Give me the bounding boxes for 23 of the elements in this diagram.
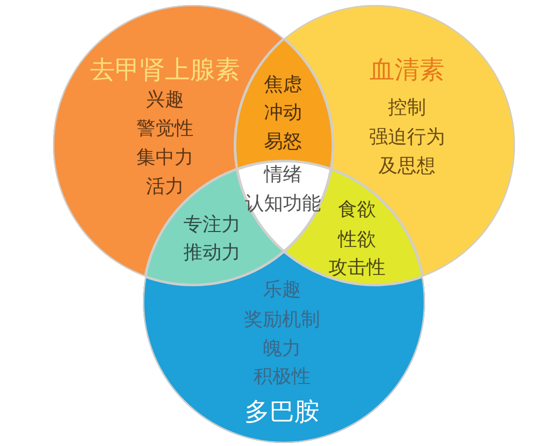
- trait-label: 控制: [388, 96, 426, 120]
- neurotransmitter-name: 血清素: [370, 55, 444, 85]
- trait-label: 情绪: [264, 164, 302, 186]
- trait-label: 乐趣: [263, 278, 301, 302]
- trait-label: 专注力: [184, 214, 240, 236]
- trait-label: 食欲: [338, 198, 376, 222]
- trait-label: 认知功能: [245, 192, 321, 216]
- trait-label: 兴趣: [146, 88, 184, 112]
- trait-label: 警觉性: [136, 118, 194, 140]
- trait-label: 活力: [146, 176, 184, 198]
- trait-label: 性欲: [338, 228, 376, 252]
- trait-label: 推动力: [184, 242, 240, 264]
- neurotransmitter-name: 多巴胺: [244, 397, 320, 427]
- trait-label: 易怒: [264, 130, 302, 154]
- trait-label: 奖励机制: [244, 308, 320, 332]
- trait-label: 积极性: [254, 366, 310, 388]
- trait-label: 焦虑: [264, 74, 302, 96]
- trait-label: 魄力: [263, 338, 301, 360]
- trait-label: 冲动: [264, 102, 302, 124]
- trait-label: 集中力: [136, 146, 194, 170]
- trait-label: 攻击性: [328, 256, 386, 280]
- neurotransmitter-name: 去甲肾上腺素: [90, 55, 240, 85]
- trait-label: 强迫行为及思想: [368, 125, 446, 179]
